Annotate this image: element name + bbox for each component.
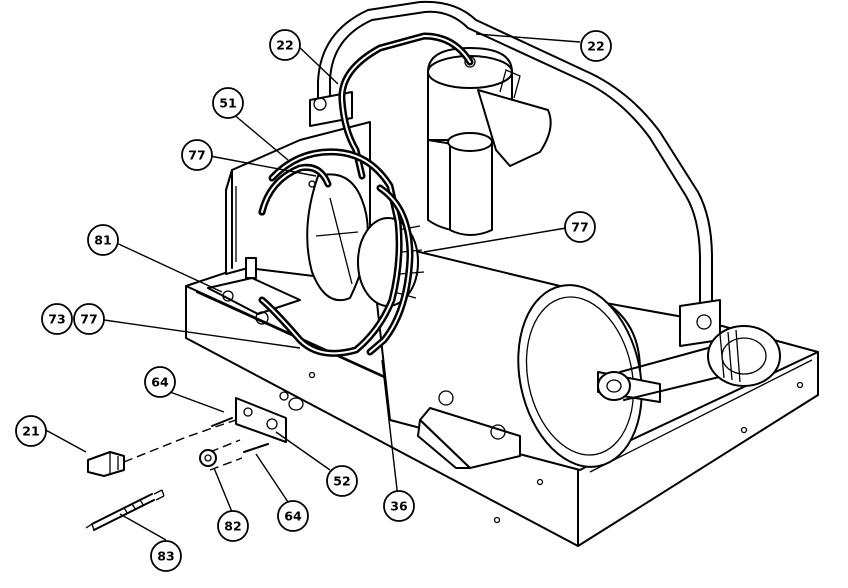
svg-text:21: 21 [22, 424, 39, 439]
leader-lines [41, 33, 581, 541]
svg-text:73: 73 [48, 312, 65, 327]
callout-77-motor: 77 [564, 211, 596, 243]
callout-82: 82 [217, 510, 249, 542]
callout-77-lower: 77 [73, 303, 105, 335]
svg-text:36: 36 [390, 499, 408, 514]
svg-text:83: 83 [157, 549, 174, 564]
exploded-parts [85, 391, 304, 531]
callout-64-upper: 64 [144, 366, 176, 398]
callout-52: 52 [326, 465, 358, 497]
svg-text:81: 81 [94, 233, 111, 248]
svg-text:82: 82 [224, 519, 241, 534]
svg-text:22: 22 [587, 39, 604, 54]
drive-motor [306, 173, 781, 471]
svg-text:77: 77 [80, 312, 97, 327]
callout-22-top-left: 22 [269, 29, 301, 61]
callout-36: 36 [383, 490, 415, 522]
callout-bubbles: 22 22 51 77 77 81 73 77 64 21 52 36 82 6… [15, 29, 612, 572]
capacitor-assembly [427, 47, 552, 236]
callout-73: 73 [41, 303, 73, 335]
callout-51: 51 [212, 87, 244, 119]
callout-77-board: 77 [181, 139, 213, 171]
svg-text:51: 51 [219, 96, 236, 111]
svg-text:52: 52 [333, 474, 350, 489]
svg-text:64: 64 [284, 509, 302, 524]
callout-64-lower: 64 [277, 500, 309, 532]
svg-text:77: 77 [188, 148, 205, 163]
callout-81: 81 [87, 224, 119, 256]
svg-text:77: 77 [571, 220, 588, 235]
svg-text:22: 22 [276, 38, 293, 53]
callout-21: 21 [15, 415, 47, 447]
wiring-harness [258, 32, 474, 357]
svg-text:64: 64 [151, 375, 169, 390]
callout-22-top-right: 22 [580, 30, 612, 62]
callout-83: 83 [150, 540, 182, 572]
